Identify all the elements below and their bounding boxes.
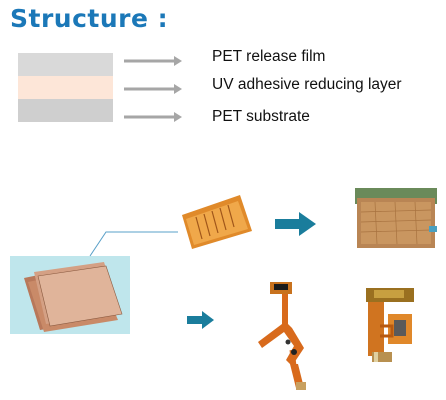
flexible-circuit-image [366, 288, 414, 362]
flexible-circuit-image [258, 282, 306, 390]
arrow-icon [124, 84, 182, 94]
layer-pet-release-film [18, 53, 113, 76]
flow-arrow-icon [275, 212, 316, 236]
structure-title: Structure : [10, 4, 169, 33]
copper-sheets-image [10, 256, 130, 334]
arrow-icon [124, 112, 182, 122]
fpc-strip-image [178, 193, 256, 251]
layer-uv-adhesive [18, 76, 113, 99]
arrow-icon [124, 56, 182, 66]
layer-pet-substrate [18, 99, 113, 122]
layer-label-uv-adhesive: UV adhesive reducing layer [212, 76, 402, 93]
flow-arrow-icon [187, 311, 214, 329]
layer-label-release-film: PET release film [212, 48, 326, 65]
connector-line [89, 231, 184, 257]
layer-label-substrate: PET substrate [212, 108, 310, 125]
laminated-sample-image [355, 186, 437, 250]
layer-stack [18, 53, 113, 122]
